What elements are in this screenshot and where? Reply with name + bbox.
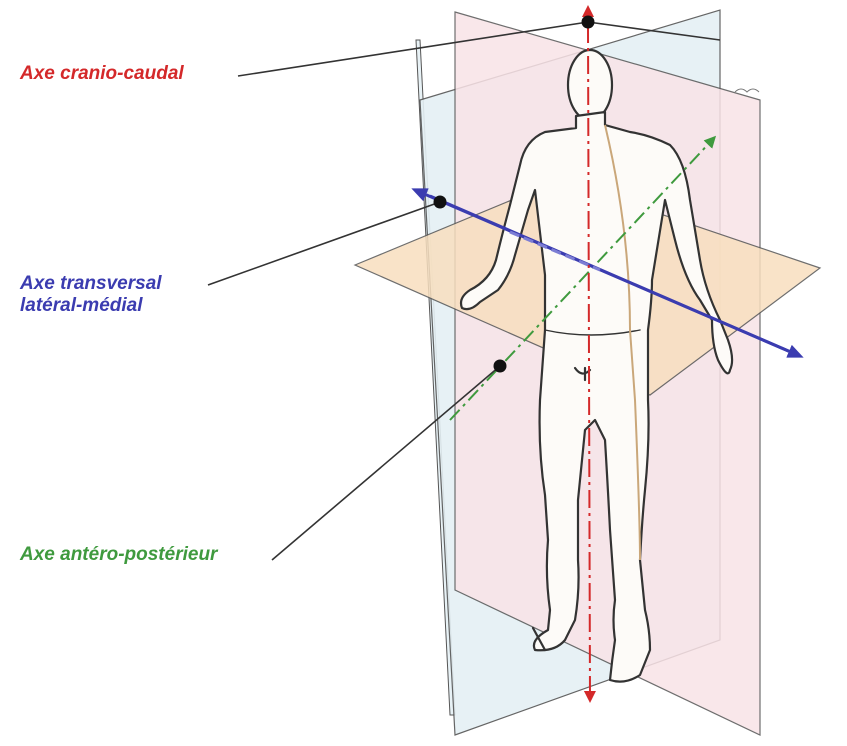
leader-lines (207, 21, 721, 561)
leader-antero (271, 365, 501, 561)
leader-cranio-head (587, 21, 721, 41)
cranio-caudal-axis (583, 24, 596, 703)
cranio-caudal-dot (581, 15, 595, 29)
label-antero-posterieur-text: Axe antéro-postérieur (20, 544, 218, 565)
label-transversal: Axe transversal latéral-médial (20, 273, 162, 317)
label-antero-posterieur: Axe antéro-postérieur (20, 544, 217, 566)
body-midline (604, 124, 641, 561)
leader-transversal (207, 201, 441, 286)
signature-scribble (734, 88, 760, 93)
antero-posterior-axis (449, 135, 717, 421)
label-cranio-caudal-text: Axe cranio-caudal (20, 63, 184, 84)
transversal-dot (433, 195, 447, 209)
label-transversal-line1: Axe transversal (20, 273, 162, 294)
label-cranio-caudal: Axe cranio-caudal (20, 63, 184, 85)
leader-cranio (237, 21, 589, 77)
human-body-outline (459, 48, 734, 683)
antero-posterior-dot (493, 359, 507, 373)
transversal-axis-dashed (509, 230, 601, 272)
label-transversal-line2: latéral-médial (20, 295, 143, 316)
transversal-axis-tip (429, 194, 804, 358)
